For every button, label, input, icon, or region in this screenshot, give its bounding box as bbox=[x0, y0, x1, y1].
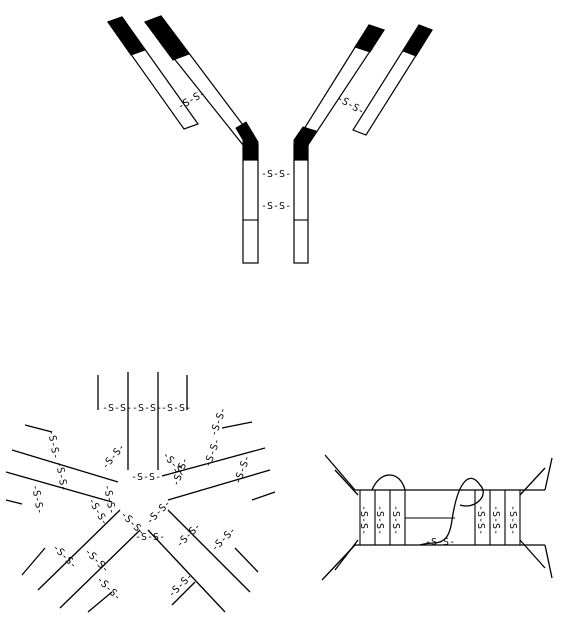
disulfide-bond-label: -S-S- bbox=[475, 505, 486, 535]
left-light-chain bbox=[107, 16, 199, 130]
disulfide-bond-label: -S-S- bbox=[50, 542, 79, 571]
igm-pentamer: -S-S- -S-S- -S-S- -S-S- -S-S- -S-S- -S-S… bbox=[5, 372, 276, 613]
disulfide-bond-label: -S-S- bbox=[176, 88, 208, 113]
disulfide-bond-label: -S-S- bbox=[507, 505, 518, 535]
disulfide-bond-label: -S-S- bbox=[100, 442, 128, 472]
left-heavy-chain bbox=[144, 15, 259, 264]
disulfide-bond-label: -S-S- bbox=[161, 403, 191, 414]
disulfide-bond-label: -S-S- bbox=[102, 403, 132, 414]
disulfide-bond-label: -S-S- bbox=[490, 505, 501, 535]
pentamer-arm-top bbox=[97, 372, 188, 470]
disulfide-bond-label: -S-S- bbox=[209, 525, 238, 554]
disulfide-bond-label: -S-S- bbox=[425, 537, 455, 548]
disulfide-bond-label: -S-S- bbox=[82, 546, 111, 575]
disulfide-bond-label: -S-S- bbox=[208, 406, 229, 438]
pentamer-arm-lower-right bbox=[147, 509, 259, 613]
disulfide-bond-label: -S-S- bbox=[101, 484, 117, 516]
disulfide-bond-label: -S-S- bbox=[390, 505, 401, 535]
disulfide-bond-label: -S-S- bbox=[261, 169, 291, 180]
disulfide-bond-label: -S-S- bbox=[358, 505, 369, 535]
igg-monomer: -S-S- -S-S- -S-S- -S-S- bbox=[107, 15, 433, 264]
disulfide-bond-label: -S-S- bbox=[335, 93, 367, 118]
disulfide-bond-label: -S-S- bbox=[135, 532, 165, 543]
disulfide-bond-label: -S-S- bbox=[132, 403, 162, 414]
disulfide-bond-label: -S-S- bbox=[174, 521, 203, 550]
disulfide-bond-label: -S-S- bbox=[53, 461, 69, 493]
disulfide-bond-label: -S-S- bbox=[144, 498, 173, 527]
right-light-chain bbox=[352, 24, 433, 136]
disulfide-bond-label: -S-S- bbox=[261, 201, 291, 212]
pentamer-arm-lower-left bbox=[21, 509, 141, 613]
pentamer-arm-upper-right bbox=[161, 421, 276, 501]
disulfide-bond-label: -S-S- bbox=[94, 574, 123, 603]
iga-dimer: -S-S- -S-S- -S-S- -S-S- -S-S- -S-S- -S-S… bbox=[321, 454, 553, 581]
disulfide-bond-label: -S-S- bbox=[374, 505, 385, 535]
disulfide-bond-label: -S-S- bbox=[232, 454, 253, 486]
right-heavy-chain bbox=[293, 24, 385, 264]
pentamer-arm-upper-left bbox=[5, 424, 119, 505]
disulfide-bond-label: -S-S- bbox=[202, 437, 223, 469]
disulfide-bond-label: -S-S- bbox=[29, 484, 45, 516]
disulfide-bond-label: -S-S- bbox=[131, 472, 161, 483]
disulfide-bond-label: -S-S- bbox=[45, 429, 61, 461]
